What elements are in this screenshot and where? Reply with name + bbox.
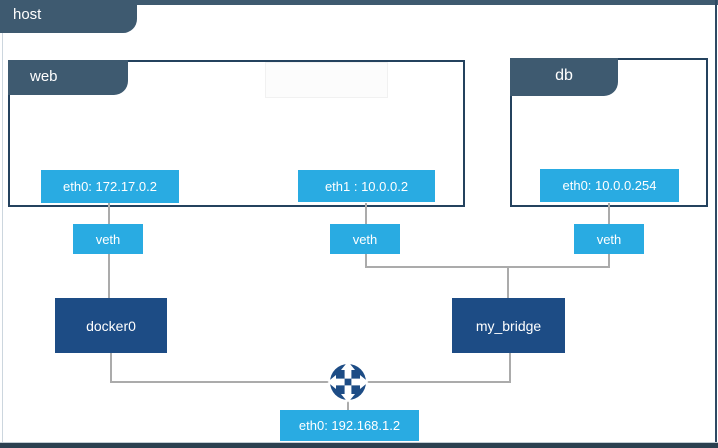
host-left-border (2, 5, 3, 442)
host-right-border (715, 0, 717, 448)
connector-veth-join-horizontal (365, 266, 610, 268)
connector-my-bridge-down (509, 353, 511, 383)
veth-box-right: veth (574, 224, 644, 254)
veth-box-middle: veth (330, 224, 400, 254)
my-bridge-label: my_bridge (475, 317, 542, 334)
web-label-tab: web (8, 60, 128, 95)
connector-router-to-host-eth0 (347, 399, 349, 411)
connector-docker0-down (110, 353, 112, 383)
web-eth1-box: eth1 : 10.0.0.2 (298, 170, 435, 202)
host-label: host (13, 6, 42, 23)
web-label: web (30, 68, 58, 85)
host-eth0-box: eth0: 192.168.1.2 (280, 410, 419, 441)
web-eth0-box: eth0: 172.17.0.2 (41, 170, 179, 203)
my-bridge-box: my_bridge (452, 298, 565, 353)
docker0-label: docker0 (86, 317, 136, 334)
veth-left-label: veth (95, 231, 121, 247)
veth-right-label: veth (596, 231, 622, 247)
connector-join-to-my-bridge (507, 266, 509, 298)
db-eth0-label: eth0: 10.0.0.254 (562, 178, 657, 193)
db-label-tab: db (510, 58, 618, 96)
host-label-tab: host (0, 0, 137, 33)
docker0-bridge-box: docker0 (55, 298, 167, 353)
router-crossed-arrows-icon (326, 360, 370, 404)
web-eth0-label: eth0: 172.17.0.2 (63, 179, 157, 194)
host-top-border (0, 0, 718, 5)
host-bottom-border (0, 442, 718, 448)
host-eth0-label: eth0: 192.168.1.2 (298, 418, 401, 433)
db-label: db (555, 67, 573, 84)
veth-box-left: veth (73, 224, 143, 254)
db-eth0-box: eth0: 10.0.0.254 (540, 169, 679, 202)
veth-middle-label: veth (352, 231, 378, 247)
faint-empty-box (265, 62, 388, 98)
web-eth1-label: eth1 : 10.0.0.2 (324, 178, 409, 194)
connector-bridges-to-router-horizontal (110, 381, 511, 383)
